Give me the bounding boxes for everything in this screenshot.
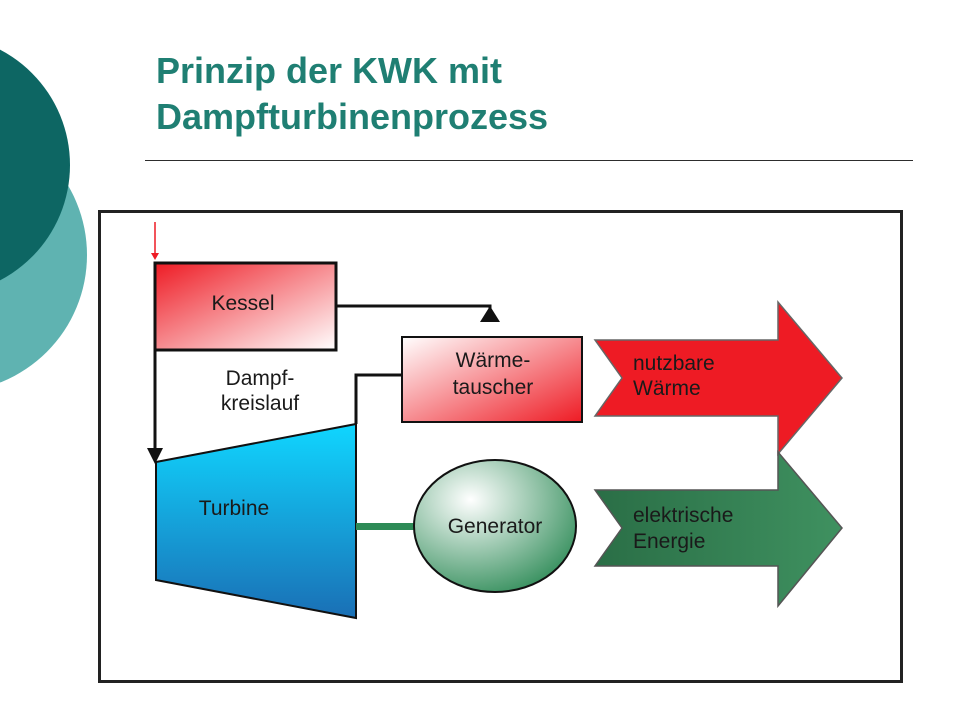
elektrische-energie-arrow: elektrische Energie bbox=[593, 449, 843, 609]
title-line-1: Prinzip der KWK mit bbox=[156, 50, 503, 91]
waermetauscher-box: Wärme- tauscher bbox=[401, 336, 583, 423]
energie-arrow-label-2: Energie bbox=[633, 530, 705, 553]
kessel-box: Kessel bbox=[153, 261, 338, 352]
kwk-diagram: Kessel Dampf- kreislauf Turbine Wärme- t… bbox=[98, 210, 903, 683]
nutzbare-waerme-arrow: nutzbare Wärme bbox=[593, 299, 843, 457]
dampfkreislauf-label-2: kreislauf bbox=[221, 392, 299, 415]
dark-teal-circle bbox=[0, 49, 70, 281]
dampfkreislauf-label-1: Dampf- bbox=[226, 367, 295, 390]
waermetauscher-label-1: Wärme- bbox=[456, 349, 531, 372]
return-line-to-exchanger bbox=[354, 373, 402, 424]
title-divider bbox=[145, 160, 913, 161]
fuel-input-arrow bbox=[151, 222, 159, 260]
generator-label: Generator bbox=[448, 515, 543, 538]
arrow-head-up-icon bbox=[480, 306, 500, 322]
arrow-head-down-icon bbox=[147, 448, 163, 464]
waerme-arrow-label-2: Wärme bbox=[633, 377, 701, 400]
waerme-arrow-label-1: nutzbare bbox=[633, 352, 715, 375]
generator-circle: Generator bbox=[413, 459, 577, 593]
kessel-label: Kessel bbox=[211, 292, 274, 315]
turbine-label: Turbine bbox=[199, 497, 269, 520]
turbine-generator-shaft bbox=[356, 523, 414, 530]
turbine-shape: Turbine bbox=[155, 422, 357, 620]
slide-title: Prinzip der KWK mit Dampfturbinenprozess bbox=[156, 48, 896, 140]
energie-arrow-label-1: elektrische bbox=[633, 504, 733, 527]
waermetauscher-label-2: tauscher bbox=[453, 376, 534, 399]
title-line-2: Dampfturbinenprozess bbox=[156, 96, 549, 137]
